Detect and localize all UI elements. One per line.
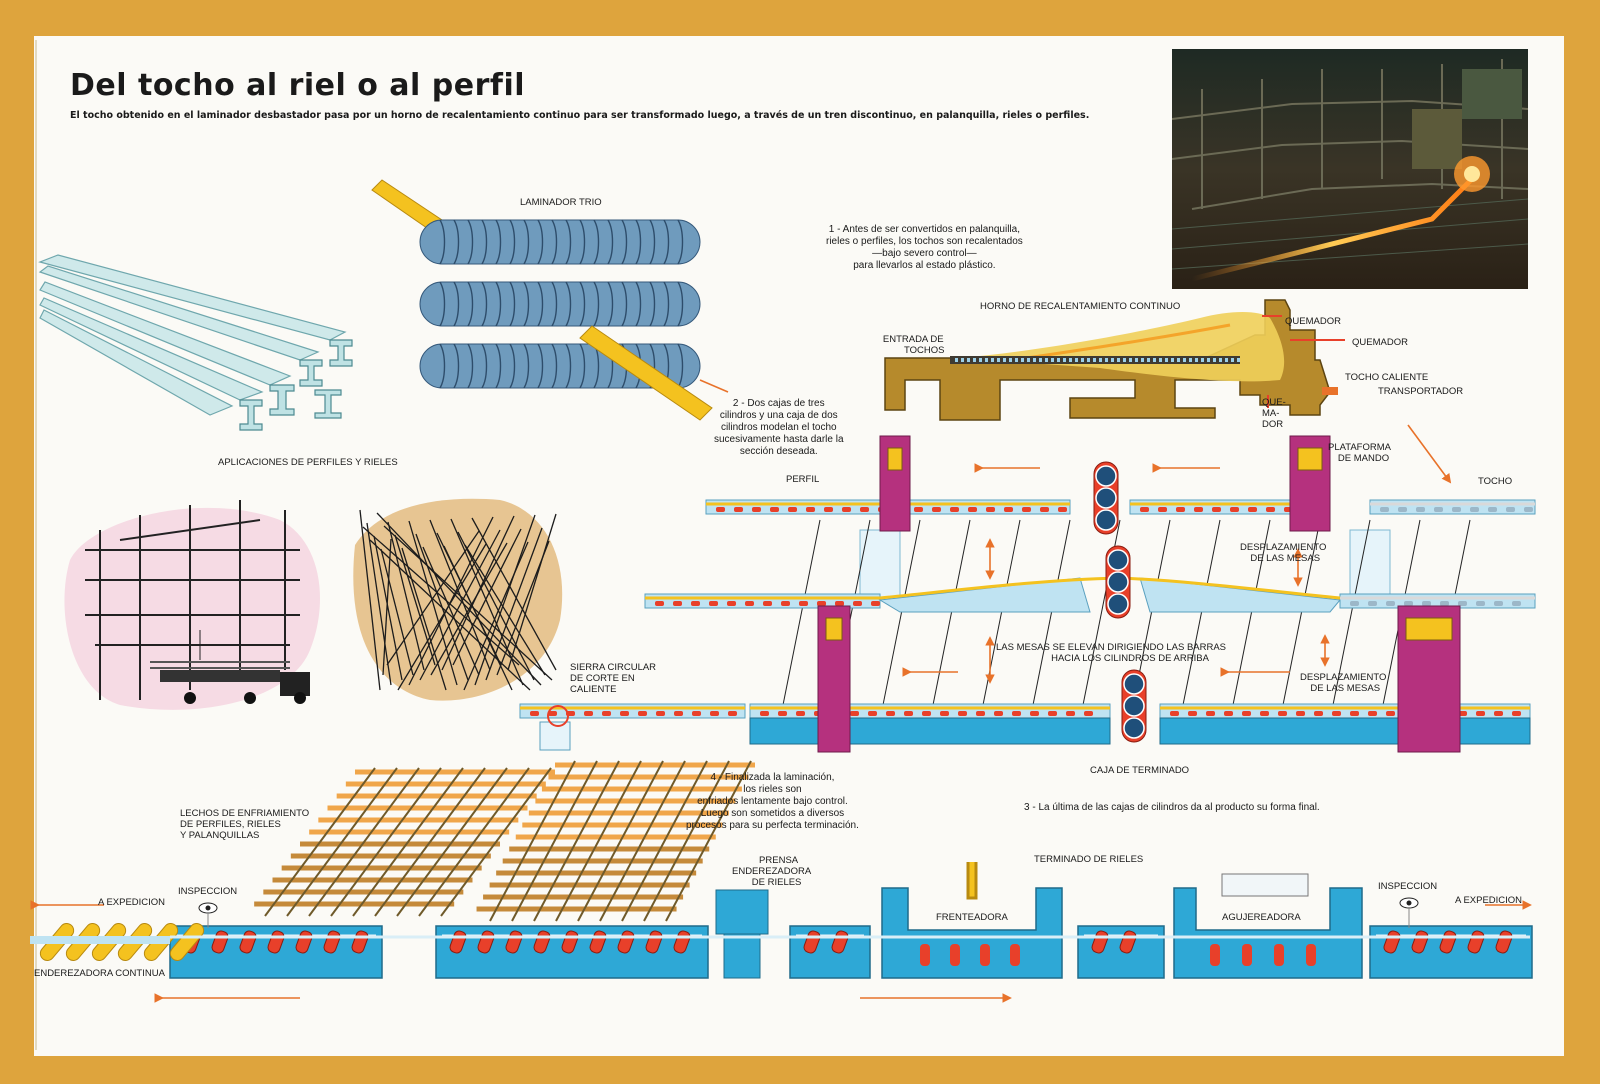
page-title: Del tocho al riel o al perfil bbox=[70, 68, 526, 103]
eye-icon bbox=[1399, 897, 1419, 928]
finishing-line bbox=[30, 862, 1533, 979]
transporter-icon bbox=[1322, 387, 1338, 395]
label-horno: HORNO DE RECALENTAMIENTO CONTINUO bbox=[980, 301, 1181, 312]
reheating-furnace bbox=[884, 299, 1345, 421]
eye-icon bbox=[198, 902, 218, 928]
label-laminador-trio: LAMINADOR TRIO bbox=[520, 197, 602, 208]
applications-rails-bundle-illustration bbox=[353, 498, 563, 701]
label-quemador-2: QUEMADOR bbox=[1352, 337, 1408, 348]
note-1: 1 - Antes de ser convertidos en palanqui… bbox=[826, 224, 1023, 271]
label-transportador: TRANSPORTADOR bbox=[1378, 386, 1464, 397]
cooling-beds bbox=[254, 760, 755, 922]
label-tocho: TOCHO bbox=[1478, 476, 1513, 487]
label-quemador-1: QUEMADOR bbox=[1285, 316, 1341, 327]
note-3: 3 - La última de las cajas de cilindros … bbox=[1024, 802, 1320, 813]
label-caja-terminado: CAJA DE TERMINADO bbox=[1090, 765, 1190, 776]
label-frenteadora: FRENTEADORA bbox=[936, 912, 1008, 923]
label-quemador-3: QUE-MA-DOR bbox=[1262, 397, 1286, 430]
note-4: 4 - Finalizada la laminación,los rieles … bbox=[686, 772, 859, 831]
label-mesas-elevan: LAS MESAS SE ELEVAN DIRIGIENDO LAS BARRA… bbox=[996, 642, 1227, 664]
label-tocho-caliente: TOCHO CALIENTE bbox=[1345, 372, 1429, 383]
applications-scaffold-illustration bbox=[64, 500, 320, 710]
rolling-tables bbox=[519, 435, 1536, 753]
label-inspeccion-left: INSPECCION bbox=[178, 886, 238, 897]
label-expedicion-left: A EXPEDICION bbox=[98, 897, 166, 908]
page-subtitle: El tocho obtenido en el laminador desbas… bbox=[70, 110, 1090, 121]
laminador-trio-illustration bbox=[371, 179, 713, 421]
steel-profiles-illustration bbox=[38, 254, 353, 431]
label-aplicaciones: APLICACIONES DE PERFILES Y RIELES bbox=[218, 457, 398, 468]
label-enderezadora-continua: ENDEREZADORA CONTINUA bbox=[34, 968, 165, 979]
label-terminado-rieles: TERMINADO DE RIELES bbox=[1034, 854, 1144, 865]
label-inspeccion-right: INSPECCION bbox=[1378, 881, 1438, 892]
mill-photo bbox=[1172, 49, 1528, 289]
label-expedicion-right: A EXPEDICION bbox=[1455, 895, 1523, 906]
label-agujereadora: AGUJEREADORA bbox=[1222, 912, 1301, 923]
label-perfil: PERFIL bbox=[786, 474, 820, 485]
truck-icon bbox=[150, 630, 310, 704]
